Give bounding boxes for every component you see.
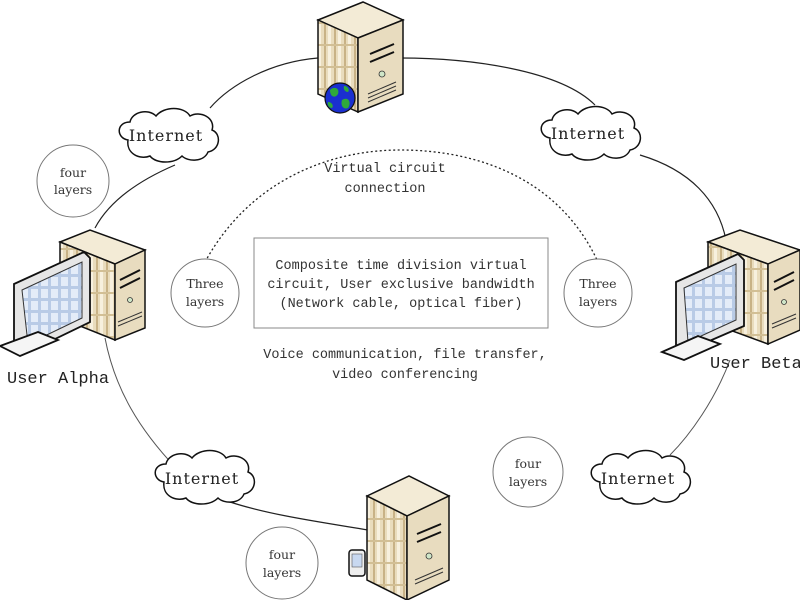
link-cloud-tl-to-user-alpha (94, 164, 176, 229)
cloud-label: Internet (129, 126, 203, 145)
circle-line2: layers (509, 474, 547, 489)
link-server-top-to-cloud-tl (209, 57, 319, 109)
globe-icon (324, 82, 356, 114)
circle-line1: four (269, 547, 295, 562)
link-server-top-to-cloud-tr (399, 57, 596, 106)
user-beta-workstation (659, 229, 800, 361)
services-line1: Voice communication, file transfer, (263, 348, 547, 363)
layer-circle-mid-right: Three layers (563, 258, 633, 328)
layer-circle-mid-left: Three layers (170, 258, 240, 328)
link-user-beta-to-cloud-br (669, 359, 731, 456)
layer-circle-bottom-left: four layers (245, 526, 319, 600)
virtual-circuit-label-line2: connection (344, 182, 425, 197)
server-icon (316, 1, 405, 114)
circle-line1: four (60, 165, 86, 180)
cloud-top-left: Internet (118, 107, 220, 163)
cloud-label: Internet (601, 469, 675, 488)
link-cloud-bl-to-server-bottom (229, 501, 369, 531)
cloud-icon (118, 107, 220, 163)
cloud-icon (540, 105, 642, 161)
monitor-icon (0, 250, 91, 357)
cloud-bottom-left: Internet (154, 449, 256, 505)
layer-circle-top-left: four layers (36, 144, 110, 218)
server-icon (365, 475, 451, 600)
cloud-top-right: Internet (540, 105, 642, 161)
info-box-line2: circuit, User exclusive bandwidth (267, 278, 534, 293)
cloud-icon (154, 449, 256, 505)
link-user-alpha-to-cloud-bl (104, 337, 177, 469)
cloud-bottom-right: Internet (590, 449, 692, 505)
layer-circle-bottom-right: four layers (492, 436, 564, 508)
link-cloud-tr-to-user-beta (639, 154, 727, 241)
user-beta-label: User Beta (710, 355, 800, 374)
services-line2: video conferencing (332, 368, 478, 383)
circle-line2: layers (263, 565, 301, 580)
server-top (316, 1, 405, 114)
virtual-circuit-arc (204, 149, 599, 263)
cloud-label: Internet (165, 469, 239, 488)
cloud-label: Internet (551, 124, 625, 143)
info-box-line3: (Network cable, optical fiber) (279, 297, 522, 312)
circle-line2: layers (579, 294, 617, 309)
circle-line1: Three (186, 276, 223, 291)
cloud-icon (590, 449, 692, 505)
user-alpha-label: User Alpha (7, 370, 109, 389)
circle-line2: layers (186, 294, 224, 309)
connection-lines (94, 57, 731, 531)
server-bottom (348, 475, 451, 600)
user-alpha-workstation (0, 229, 147, 357)
info-box: Composite time division virtual circuit,… (253, 237, 549, 329)
monitor-icon (659, 252, 745, 361)
pda-icon (348, 549, 366, 577)
circle-line1: Three (579, 276, 616, 291)
circle-line1: four (515, 456, 541, 471)
virtual-circuit-label-line1: Virtual circuit (324, 162, 446, 177)
info-box-line1: Composite time division virtual (275, 259, 526, 274)
circle-line2: layers (54, 182, 92, 197)
